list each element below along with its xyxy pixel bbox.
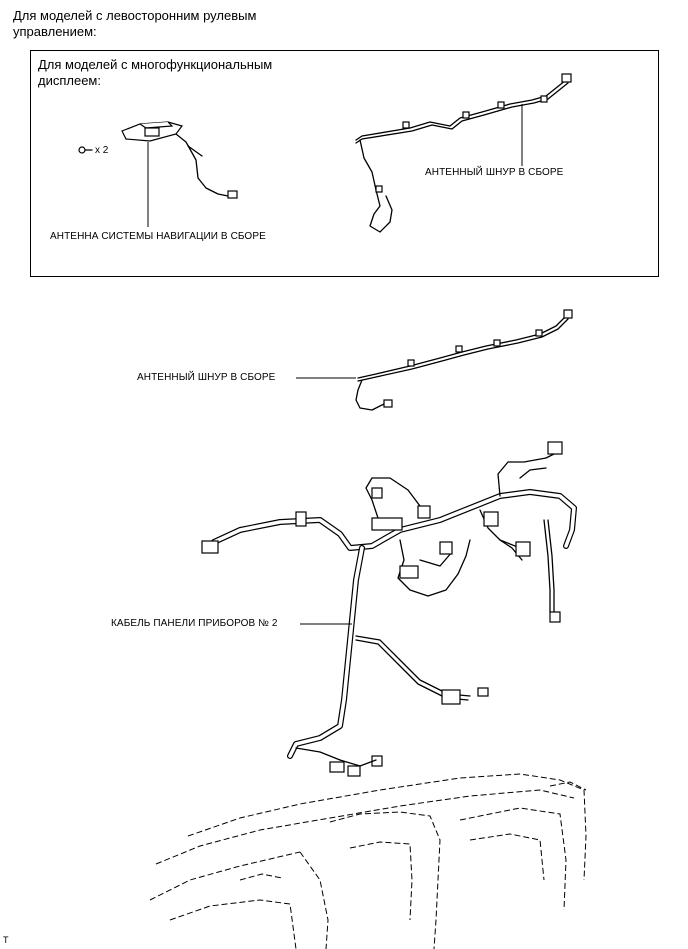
nav-antenna-label: АНТЕННА СИСТЕМЫ НАВИГАЦИИ В СБОРЕ	[50, 231, 266, 242]
inset-antenna-cord-drawing	[355, 73, 572, 233]
corner-mark: T	[3, 935, 9, 945]
inset-heading: Для моделей с многофункциональным диспле…	[38, 57, 273, 88]
panel-cable-drawing	[201, 441, 577, 777]
panel-cable-label: КАБЕЛЬ ПАНЕЛИ ПРИБОРОВ № 2	[111, 618, 278, 629]
nav-antenna-drawing	[121, 121, 238, 227]
inset-frame	[30, 50, 659, 277]
main-antenna-cord-label: АНТЕННЫЙ ШНУР В СБОРЕ	[137, 372, 276, 383]
screw-icon	[78, 146, 93, 154]
screw-quantity: x 2	[95, 145, 109, 156]
section-heading: Для моделей с левосторонним рулевым упра…	[13, 8, 257, 39]
inset-antenna-cord-label: АНТЕННЫЙ ШНУР В СБОРЕ	[425, 167, 564, 178]
dashboard-drawing	[149, 773, 587, 949]
main-antenna-cord-drawing	[296, 309, 573, 411]
